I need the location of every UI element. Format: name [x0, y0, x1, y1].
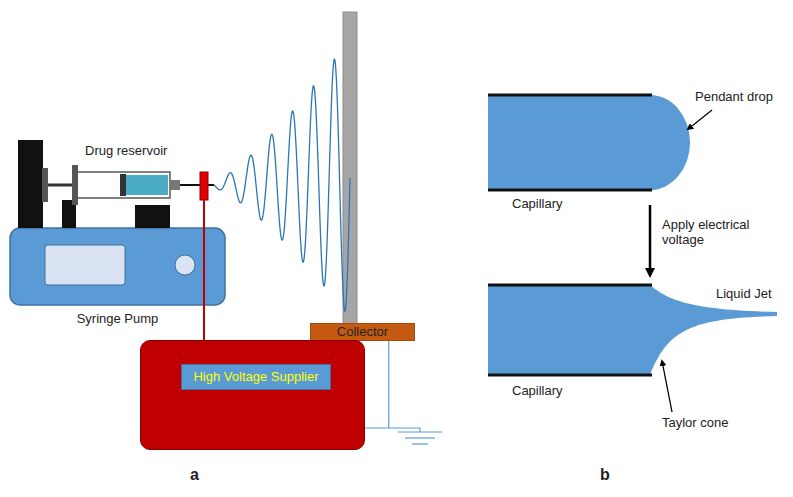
- voltage-wire: [203, 200, 205, 341]
- part-label: Capillary: [512, 197, 563, 212]
- node-label: High Voltage Supplier: [193, 370, 318, 385]
- plunger-thumb: [42, 168, 48, 202]
- capillary-wall: [488, 94, 652, 97]
- part-label: Apply electrical voltage: [662, 218, 762, 248]
- syringe-support: [135, 205, 170, 228]
- syringe-tip: [170, 180, 180, 190]
- capillary-wall: [488, 189, 652, 192]
- barrel-flange: [72, 165, 78, 205]
- node-label: Syringe Pump: [10, 312, 225, 327]
- part-label: Liquid Jet: [716, 287, 772, 302]
- fiber-jet: [214, 59, 350, 311]
- pendant-drop: [650, 95, 690, 190]
- capillary-fluid: [488, 285, 650, 375]
- capillary-fluid: [488, 95, 650, 190]
- node-label: Collector: [337, 325, 388, 340]
- collector-plate: [343, 12, 357, 324]
- collector-bar: Collector: [310, 323, 415, 341]
- panel-letter: a: [190, 466, 199, 484]
- process-arrow: [649, 205, 652, 268]
- part-label: Pendant drop: [695, 90, 773, 105]
- panel-letter: b: [600, 466, 610, 484]
- taylor-cone-jet: [650, 285, 777, 375]
- syringe-pump: Syringe Pump: [10, 228, 225, 305]
- part-label: Capillary: [512, 384, 563, 399]
- plunger-stopper: [120, 174, 126, 196]
- ground-symbol: [405, 437, 435, 438]
- capillary-wall: [488, 284, 652, 287]
- syringe-barrel: [75, 172, 170, 198]
- display-panel: High Voltage Supplier: [181, 364, 331, 390]
- electrode-clamp: [200, 172, 208, 200]
- part-label: Taylor cone: [662, 416, 728, 431]
- leader-arrow: [663, 366, 672, 412]
- capillary-wall: [488, 374, 652, 377]
- leader-arrow: [692, 110, 712, 126]
- ground-wire: [365, 341, 389, 428]
- needle: [180, 184, 214, 186]
- power-supply: High Voltage Supplier: [140, 340, 365, 450]
- pump-post: [18, 140, 43, 228]
- pump-body: [10, 228, 225, 305]
- pump-knob: [175, 255, 195, 275]
- ground-symbol: [398, 431, 442, 432]
- pump-display: [45, 245, 125, 285]
- ground-symbol: [412, 443, 428, 444]
- part-label: Drug reservoir: [85, 144, 167, 159]
- drug-liquid: [125, 175, 168, 195]
